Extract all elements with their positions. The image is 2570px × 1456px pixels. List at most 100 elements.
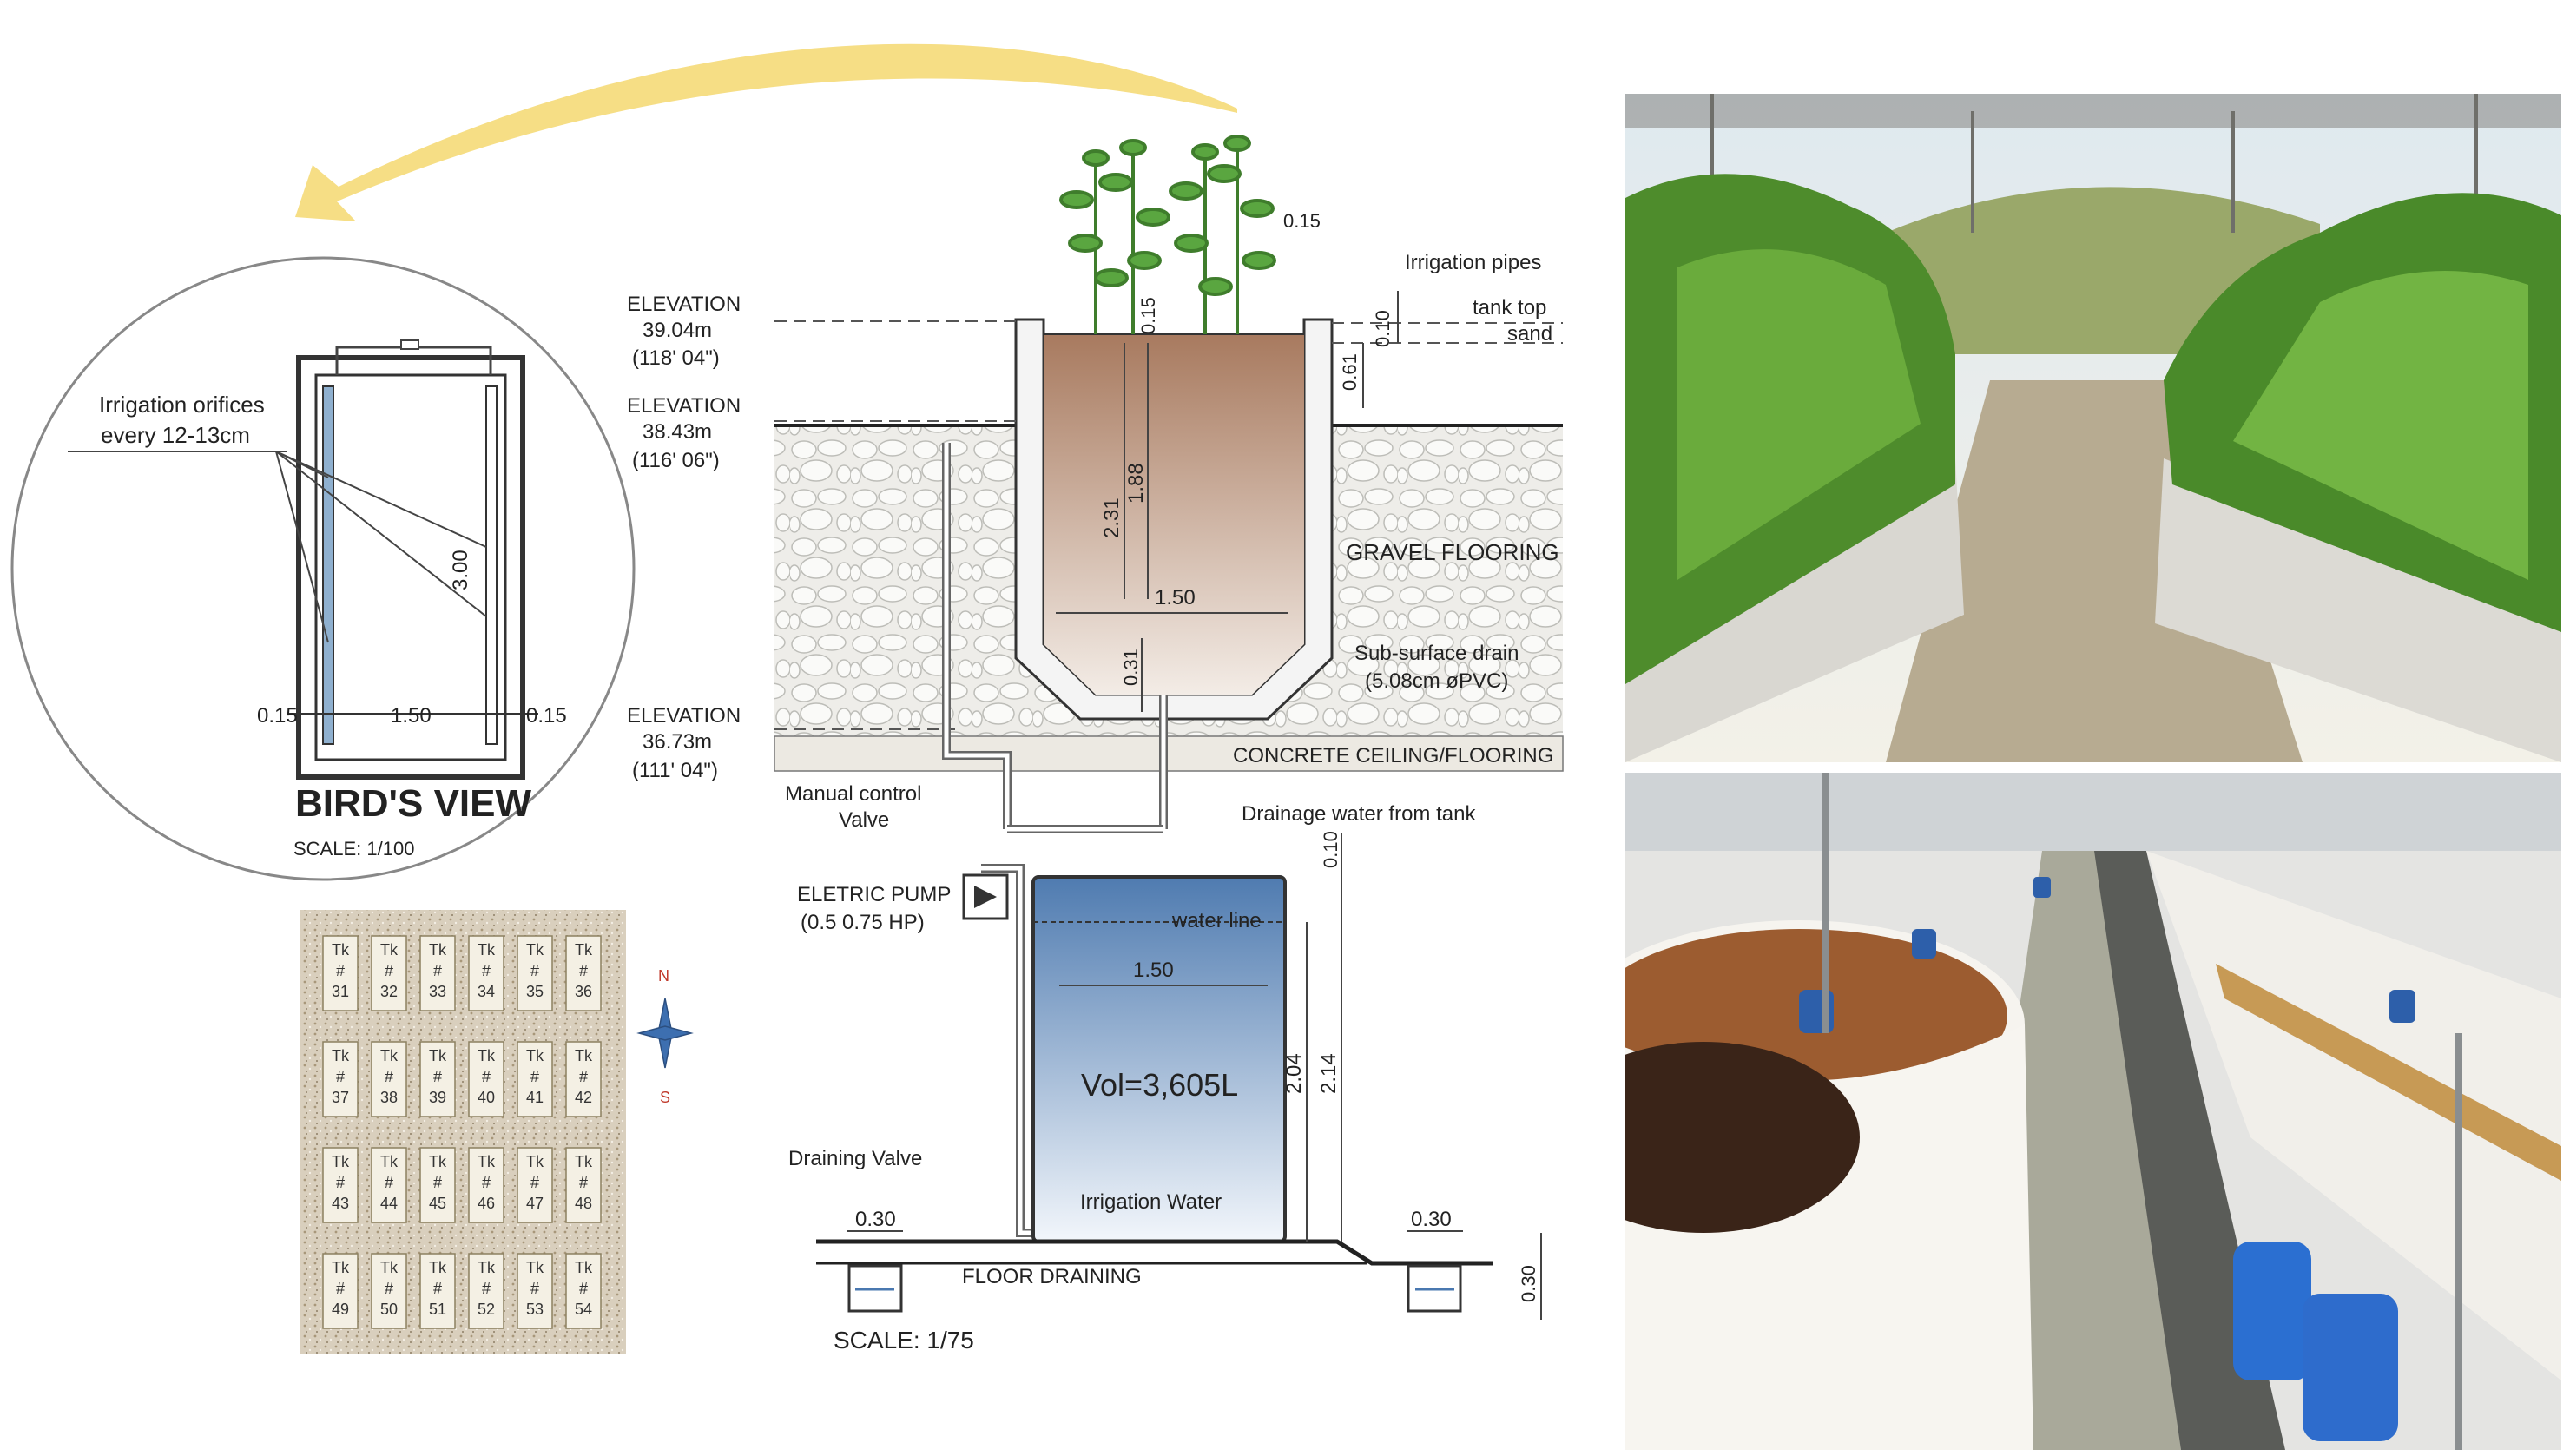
tank-label: Tk	[575, 941, 593, 959]
elevation-1-ft: (118' 04")	[632, 346, 720, 370]
tank-number: 32	[380, 983, 398, 1000]
tank-cell: Tk #40	[468, 1041, 504, 1117]
tank-number: 36	[575, 983, 592, 1000]
compass-icon: N S	[636, 967, 694, 1106]
tank-label: Tk	[575, 1153, 593, 1170]
tank-label: Tk	[332, 1259, 350, 1276]
dim-length: 3.00	[449, 550, 472, 590]
dim-150-low: 1.50	[1133, 959, 1174, 982]
elevation-3-m: 36.73m	[642, 730, 712, 754]
dim-side-left: 0.15	[257, 704, 298, 728]
tank-label: #	[385, 1280, 393, 1297]
tank-label: #	[385, 1174, 393, 1191]
tank-label: #	[433, 1280, 442, 1297]
dim-188: 1.88	[1124, 463, 1148, 504]
tank-label: Tk	[380, 1153, 399, 1170]
tank-number: 46	[478, 1195, 495, 1212]
tank-number: 52	[478, 1301, 495, 1318]
tank-label: #	[579, 962, 588, 979]
tank-cell: Tk #51	[419, 1253, 456, 1329]
concrete-label: CONCRETE CEILING/FLOORING	[1233, 744, 1553, 768]
tank-label: #	[336, 962, 345, 979]
elevation-1-label: ELEVATION	[627, 293, 741, 316]
tank-cell: Tk #37	[322, 1041, 359, 1117]
tank-label: #	[336, 1068, 345, 1085]
tank-label: Tk	[429, 1259, 447, 1276]
tank-cell: Tk#53	[517, 1253, 553, 1329]
tank-label: #	[336, 1280, 345, 1297]
manual-valve-1: Manual control	[785, 782, 921, 806]
fish-tanks-photo	[1625, 773, 2561, 1450]
tank-label: #	[579, 1174, 588, 1191]
dim-010-low: 0.10	[1320, 831, 1341, 868]
tank-cell: Tk#32	[371, 935, 407, 1011]
tank-label: #	[385, 1068, 393, 1085]
tank-label: Tk	[332, 1047, 350, 1064]
tank-label: Tk	[526, 1259, 544, 1276]
tank-number: 51	[429, 1301, 446, 1318]
site-plan: Tk#31Tk#32Tk#33Tk#34Tk#35Tk#36Tk#37Tk#38…	[300, 910, 694, 1354]
dim-031: 0.31	[1120, 649, 1142, 686]
tank-number: 48	[575, 1195, 592, 1212]
tank-number: 37	[332, 1089, 349, 1106]
tank-cell: Tk#38	[371, 1041, 407, 1117]
tank-number: 49	[332, 1301, 349, 1318]
birds-view-scale: SCALE: 1/100	[293, 838, 414, 860]
tank-cell: Tk #49	[322, 1253, 359, 1329]
aquaponics-diagram: Irrigation orifices every 12-13cm 3.00 1…	[10, 43, 1564, 1354]
tank-label: #	[579, 1280, 588, 1297]
dim-204: 2.04	[1282, 1053, 1306, 1094]
elevation-1-m: 39.04m	[642, 319, 712, 342]
tank-label: #	[482, 1068, 491, 1085]
tank-label: Tk	[526, 1153, 544, 1170]
tank-cell: Tk #50	[371, 1253, 407, 1329]
dim-030-right: 0.30	[1411, 1208, 1452, 1231]
tank-cell: Tk #36	[565, 935, 602, 1011]
tank-number: 40	[478, 1089, 495, 1106]
tank-cell: Tk #42	[565, 1041, 602, 1117]
plants	[1059, 135, 1276, 334]
irrigation-pipes-label: Irrigation pipes	[1405, 251, 1541, 274]
dim-010: 0.10	[1372, 310, 1394, 347]
irrigation-water-label: Irrigation Water	[1080, 1190, 1222, 1214]
elevation-3-label: ELEVATION	[627, 704, 741, 728]
tank-label: #	[433, 962, 442, 979]
tank-cell: Tk #33	[419, 935, 456, 1011]
subsurface-drain-1: Sub-surface drain	[1354, 642, 1519, 665]
tank-number: 33	[429, 983, 446, 1000]
tank-cell: Tk#41	[517, 1041, 553, 1117]
tank-cell: Tk#39	[419, 1041, 456, 1117]
tank-label: #	[530, 962, 539, 979]
tank-cell: Tk#47	[517, 1147, 553, 1223]
tank-label: #	[482, 1280, 491, 1297]
tank-number: 42	[575, 1089, 592, 1106]
tank-label: Tk	[478, 1047, 496, 1064]
tank-label: Tk	[526, 1047, 544, 1064]
compass-south: S	[660, 1089, 670, 1106]
elevation-2-ft: (116' 06")	[632, 449, 720, 472]
dim-width: 1.50	[391, 704, 432, 728]
subsurface-drain-2: (5.08cm øPVC)	[1365, 669, 1508, 693]
tank-cell: Tk#52	[468, 1253, 504, 1329]
greenhouse-planter-photo	[1625, 94, 2561, 762]
dim-015: 0.15	[1283, 210, 1321, 232]
tank-cell: Tk #48	[565, 1147, 602, 1223]
tank-label: #	[579, 1068, 588, 1085]
transfer-arrow	[295, 43, 1237, 221]
birds-view-title: BIRD'S VIEW	[295, 782, 532, 825]
tank-label: Tk	[575, 1047, 593, 1064]
tank-label: Tk	[429, 941, 447, 959]
tank-cell: Tk#43	[322, 1147, 359, 1223]
tank-number: 53	[526, 1301, 544, 1318]
tank-label: #	[385, 962, 393, 979]
dim-061: 0.61	[1339, 353, 1361, 391]
tank-number: 43	[332, 1195, 349, 1212]
tank-number: 50	[380, 1301, 398, 1318]
tank-number: 44	[380, 1195, 398, 1212]
tank-label: Tk	[380, 1259, 399, 1276]
tank-label: Tk	[429, 1047, 447, 1064]
tank-number: 38	[380, 1089, 398, 1106]
tank-number: 31	[332, 983, 349, 1000]
dim-231: 2.31	[1100, 497, 1124, 538]
tank-cell: Tk#35	[517, 935, 553, 1011]
